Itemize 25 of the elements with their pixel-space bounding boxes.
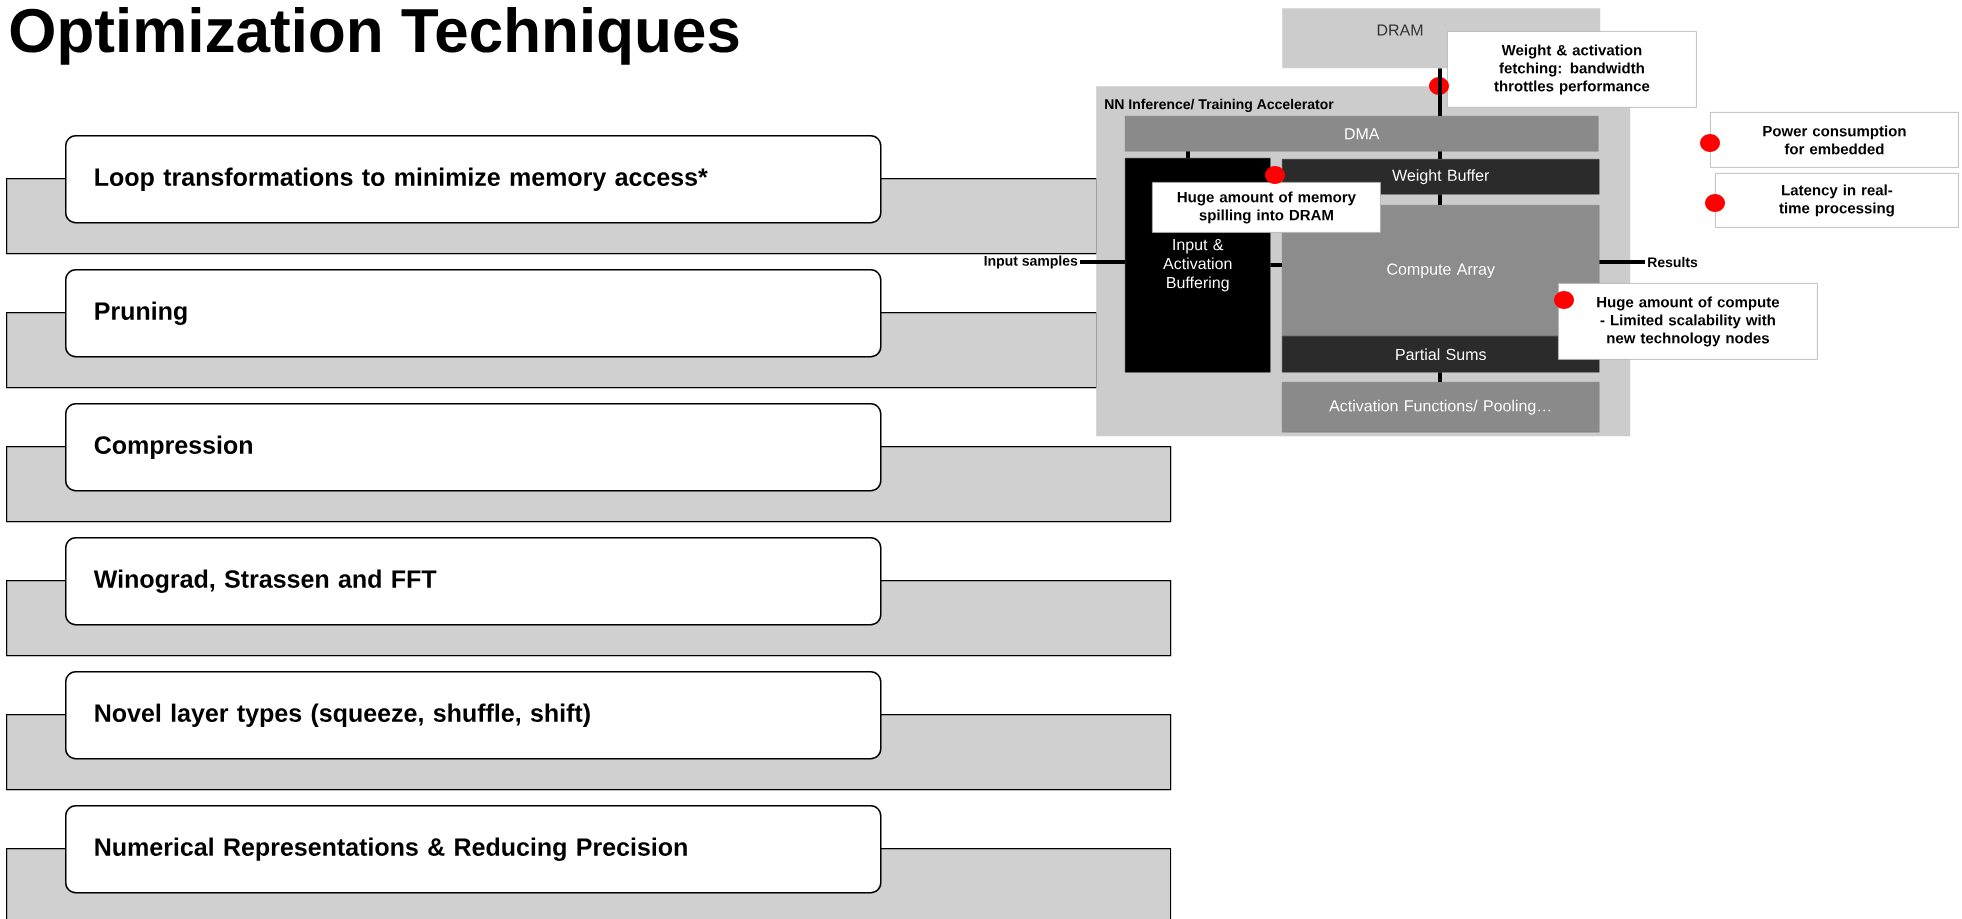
- dma-block: DMA: [1125, 116, 1599, 152]
- port-label: Results: [1648, 256, 1698, 268]
- technique-box: Pruning: [65, 269, 882, 358]
- connector-line: [1270, 263, 1282, 267]
- technique-box: Winograd, Strassen and FFT: [65, 537, 882, 626]
- function-block: Activation Functions/ Pooling…: [1282, 382, 1600, 433]
- technique-box: Novel layer types (squeeze, shuffle, shift): [65, 671, 882, 760]
- callout-box: Huge amount of memory spilling into DRAM: [1152, 182, 1381, 233]
- connector-line: [1438, 151, 1442, 159]
- technique-box: Compression: [65, 403, 882, 492]
- connector-line: [1599, 260, 1645, 264]
- connector-line: [1080, 260, 1125, 264]
- technique-box: Numerical Representations & Reducing Precision: [65, 805, 882, 894]
- callout-box: Huge amount of compute - Limited scalability with new technology nodes: [1558, 283, 1818, 360]
- port-label: Input samples: [984, 255, 1078, 269]
- connector-line: [1438, 194, 1442, 205]
- callout-box: Power consumption for embedded: [1710, 112, 1959, 168]
- technique-box: Loop transformations to minimize memory access*: [65, 135, 882, 224]
- callout-box: Weight & activation fetching: bandwidth throttles performance: [1447, 31, 1697, 108]
- connector-line: [1186, 151, 1190, 158]
- slide-title: Optimization Techniques: [10, 7, 739, 65]
- sums-block: Partial Sums: [1282, 336, 1600, 373]
- connector-line: [1438, 372, 1442, 382]
- callout-box: Latency in real-time processing: [1715, 173, 1959, 228]
- connector-line: [1438, 68, 1442, 116]
